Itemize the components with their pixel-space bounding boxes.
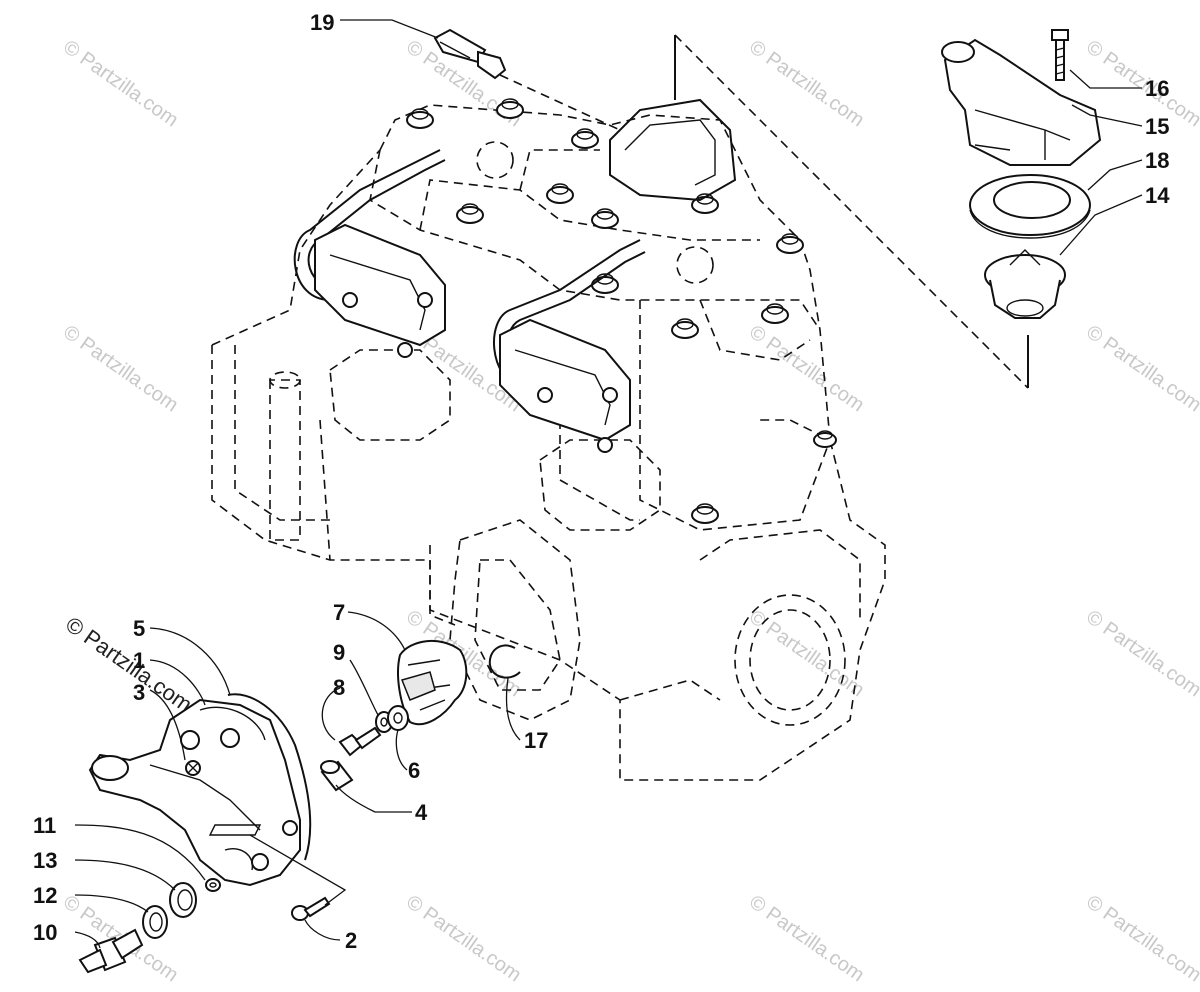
part-4-sleeve (320, 760, 354, 792)
part-2-screw (291, 896, 331, 921)
watermark: © Partzilla.com (1082, 891, 1200, 986)
watermark: © Partzilla.com (59, 321, 182, 416)
watermark: © Partzilla.com (1082, 321, 1200, 416)
part-16-bolt (1051, 29, 1069, 81)
callout-4: 4 (415, 800, 428, 825)
watermark: © Partzilla.com (59, 36, 182, 131)
callout-1: 1 (133, 648, 145, 673)
watermark-dark: © Partzilla.com (61, 612, 197, 718)
ref-line-19 (499, 74, 621, 131)
callout-labels: 19 16 15 18 14 5 1 3 7 9 8 6 4 17 11 13 … (33, 10, 1170, 953)
callout-13: 13 (33, 848, 57, 873)
callout-2: 2 (345, 928, 357, 953)
part-11-washer (205, 878, 221, 892)
part-8-bolt (338, 726, 382, 757)
part-1-pump-housing (88, 698, 301, 887)
part-12-washer (142, 905, 168, 939)
watermark: © Partzilla.com (745, 321, 868, 416)
part-14-thermostat (984, 249, 1066, 319)
callout-5: 5 (133, 616, 145, 641)
part-13-washer (169, 882, 197, 918)
head-bolts (406, 98, 837, 524)
watermark: © Partzilla.com (745, 891, 868, 986)
watermark: © Partzilla.com (745, 606, 868, 701)
exhaust-covers (314, 223, 631, 453)
part-17-circlip (488, 644, 521, 679)
leader-lines (74, 19, 1143, 949)
part-18-gasket (969, 174, 1091, 239)
callout-11: 11 (33, 813, 56, 838)
part-15-thermostat-housing (941, 38, 1102, 166)
callout-3: 3 (133, 680, 145, 705)
part-7-impeller (397, 639, 468, 726)
callout-8: 8 (333, 675, 345, 700)
callout-12: 12 (33, 883, 57, 908)
callout-18: 18 (1145, 148, 1169, 173)
part-10-sensor (78, 928, 144, 974)
watermark: © Partzilla.com (402, 891, 525, 986)
thermostat-boss (609, 98, 737, 202)
watermark: © Partzilla.com (1082, 606, 1200, 701)
callout-17: 17 (524, 728, 548, 753)
callout-15: 15 (1145, 114, 1169, 139)
callout-9: 9 (333, 640, 345, 665)
callout-16: 16 (1145, 76, 1169, 101)
part-5-gasket (227, 693, 312, 861)
callout-7: 7 (333, 600, 345, 625)
thermostat-group-bracket (674, 34, 1029, 389)
part-6-washer (387, 705, 409, 731)
watermark: © Partzilla.com (745, 36, 868, 131)
callout-10: 10 (33, 920, 57, 945)
engine-block (211, 104, 886, 781)
part-3-screw (185, 760, 201, 776)
callout-14: 14 (1145, 183, 1170, 208)
callout-19: 19 (310, 10, 334, 35)
part-19-sensor (433, 28, 507, 80)
callout-6: 6 (408, 758, 420, 783)
